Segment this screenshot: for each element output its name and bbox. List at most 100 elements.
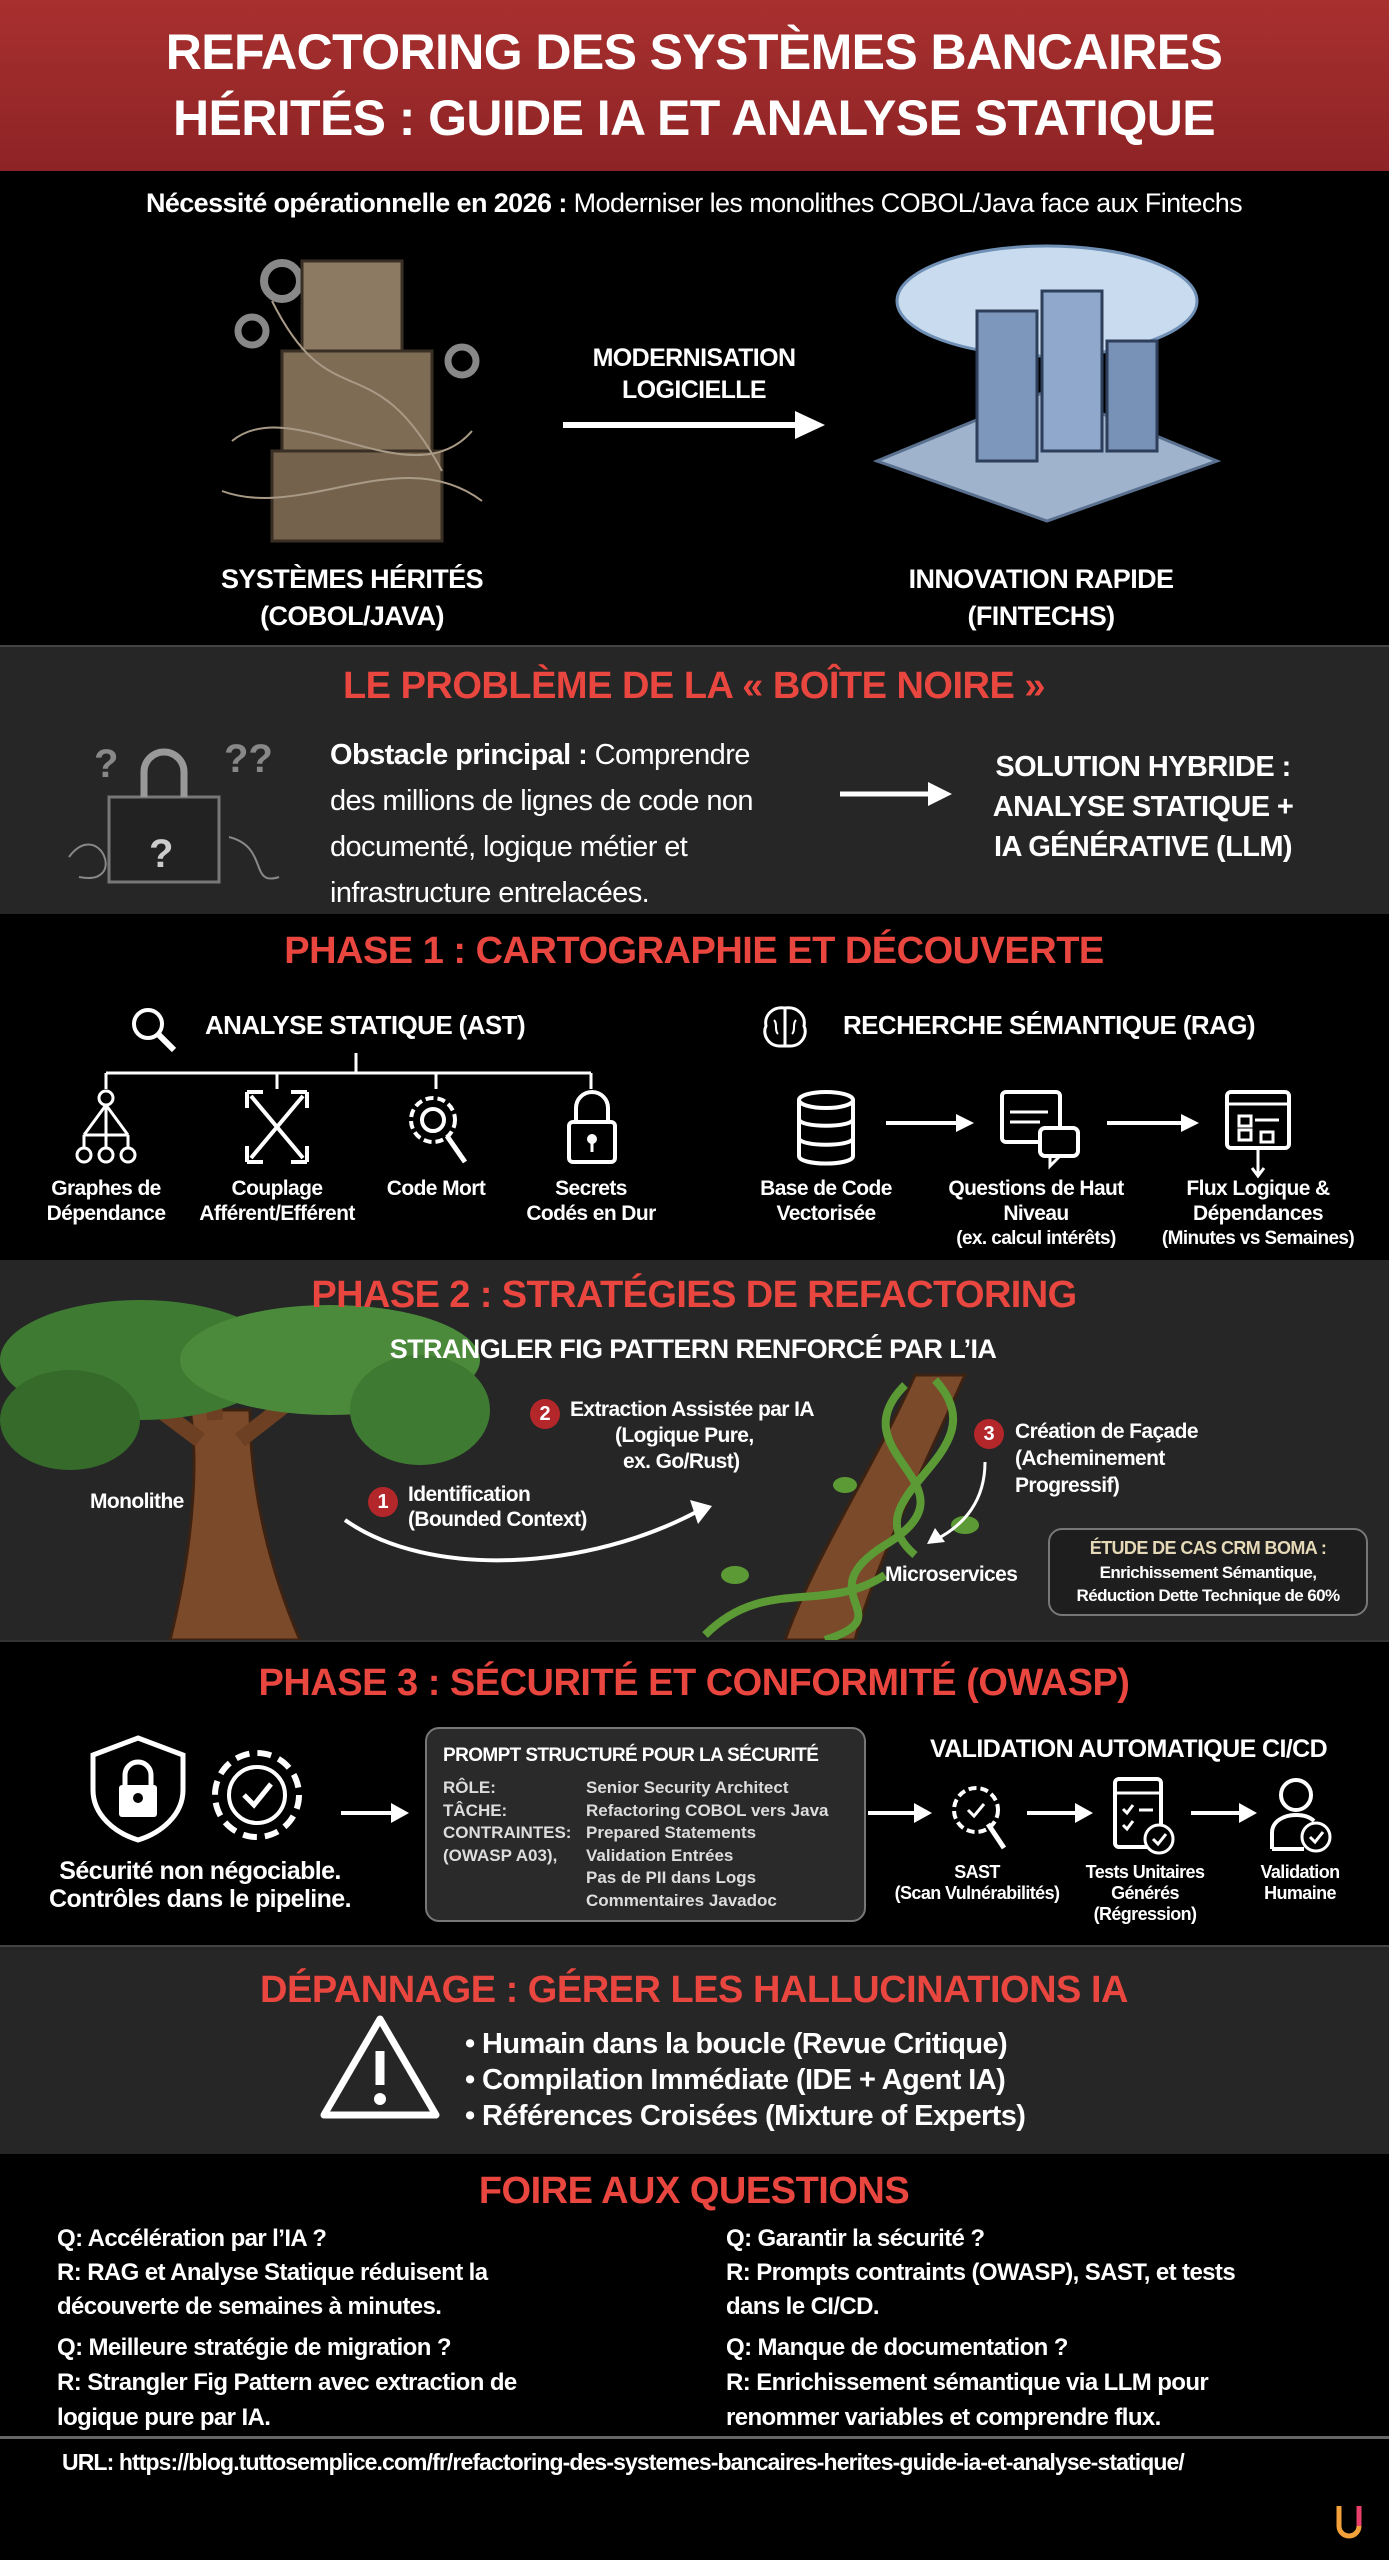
monolith-tree-illustration [0, 1300, 490, 1642]
arrow-label-2: LOGICIELLE [621, 376, 767, 404]
legacy-monolith-illustration [221, 259, 483, 543]
brain-icon [763, 1006, 807, 1048]
subtitle-rest: Moderniser les monolithes COBOL/Java fac… [566, 188, 1243, 218]
intro-section: Nécessité opérationnelle en 2026 : Moder… [0, 171, 1389, 645]
title-banner: REFACTORING DES SYSTÈMES BANCAIRES HÉRIT… [0, 0, 1389, 171]
black-box-title: LE PROBLÈME DE LA « BOÎTE NOIRE » [342, 665, 1046, 707]
faq-item: Q: Accélération par l’IA ?R: RAG et Anal… [57, 2225, 488, 2320]
prompt-row: RÔLE:Senior Security Architect [443, 1778, 789, 1797]
cicd-title: VALIDATION AUTOMATIQUE CI/CD [930, 1735, 1328, 1763]
arrow-right-icon [840, 782, 952, 806]
arrows-cross-icon [245, 1090, 309, 1164]
bullet-item: • Compilation Immédiate (IDE + Agent IA) [465, 2064, 1006, 2096]
flow-window-icon [1225, 1090, 1291, 1179]
security-statement: Sécurité non négociable.Contrôles dans l… [49, 1857, 352, 1913]
case-study-line: Réduction Dette Technique de 60% [1076, 1586, 1341, 1605]
step-1-badge: 1 [368, 1487, 398, 1517]
user-check-icon [1270, 1778, 1332, 1853]
arrow-right-icon [886, 1114, 974, 1132]
obstacle-text: Obstacle principal : Comprendre des mill… [330, 732, 754, 916]
phase2-title: PHASE 2 : STRATÉGIES DE REFACTORING [311, 1274, 1077, 1316]
magnifier-icon [132, 1008, 177, 1053]
obstacle-line: documenté, logique métier et [330, 831, 688, 863]
obstacle-line: infrastructure entrelacées. [330, 877, 650, 909]
hierarchy-icon [75, 1089, 137, 1164]
step-2-badge: 2 [530, 1399, 560, 1429]
legacy-label-1: SYSTÈMES HÉRITÉS [221, 564, 484, 594]
prompt-row: Commentaires Javadoc [586, 1890, 777, 1910]
arrow-right-icon [341, 1803, 409, 1823]
bullet-item: • Humain dans la boucle (Revue Critique) [465, 2028, 1008, 2060]
phase1-title: PHASE 1 : CARTOGRAPHIE ET DÉCOUVERTE [284, 930, 1104, 972]
footer-divider [0, 2436, 1389, 2439]
curved-arrow-icon [343, 1500, 712, 1563]
arrow-right-icon [1027, 1803, 1093, 1823]
database-icon [797, 1090, 855, 1166]
phase2-subtitle: STRANGLER FIG PATTERN RENFORCÉ PAR L’IA [389, 1334, 997, 1364]
shield-lock-icon [90, 1735, 186, 1843]
prompt-row: TÂCHE:Refactoring COBOL vers Java [443, 1800, 829, 1820]
prompt-rows: RÔLE:Senior Security Architect TÂCHE:Ref… [443, 1777, 829, 1912]
svg-text:??: ?? [224, 737, 273, 781]
troubleshooting-bullets: • Humain dans la boucle (Revue Critique)… [465, 2026, 1026, 2134]
step-2-text: Extraction Assistée par IA(Logique Pure,… [570, 1398, 814, 1473]
faq-item: Q: Meilleure stratégie de migration ?R: … [57, 2334, 517, 2431]
title-line-2: HÉRITÉS : GUIDE IA ET ANALYSE STATIQUE [172, 90, 1216, 146]
obstacle-bold: Obstacle principal : [330, 739, 588, 771]
cicd-step-label: SAST(Scan Vulnérabilités) [894, 1862, 1060, 1903]
footer-url[interactable]: URL: https://blog.tuttosemplice.com/fr/r… [62, 2449, 1185, 2475]
subtitle: Nécessité opérationnelle en 2026 : Moder… [145, 188, 1243, 219]
svg-text:?: ? [149, 832, 173, 876]
microservices-label: Microservices [885, 1563, 1018, 1586]
warning-icon [320, 2015, 440, 2119]
arrow-right-icon [1107, 1114, 1199, 1132]
black-box-section: LE PROBLÈME DE LA « BOÎTE NOIRE » ??? ? … [0, 645, 1389, 914]
checklist-icon [1113, 1777, 1175, 1855]
rag-item-label: Flux Logique &Dépendances(Minutes vs Sem… [1161, 1177, 1355, 1249]
title-line-1: REFACTORING DES SYSTÈMES BANCAIRES [165, 24, 1223, 80]
prompt-box [425, 1727, 866, 1922]
padlock-icon [567, 1090, 617, 1164]
solution-line: IA GÉNÉRATIVE (LLM) [994, 831, 1293, 863]
gear-search-icon [409, 1096, 468, 1164]
phase1-section: PHASE 1 : CARTOGRAPHIE ET DÉCOUVERTE ANA… [0, 914, 1389, 1260]
modern-label-2: (FINTECHS) [967, 601, 1116, 631]
subtitle-bold: Nécessité opérationnelle en 2026 : [145, 188, 567, 218]
case-study-title: ÉTUDE DE CAS CRM BOMA : [1089, 1538, 1327, 1558]
chat-icon [1000, 1090, 1080, 1170]
solution-line: ANALYSE STATIQUE + [992, 791, 1294, 823]
arrow-right-icon [563, 411, 825, 439]
prompt-row: CONTRAINTES:Prepared Statements [443, 1823, 757, 1842]
strangler-vine-illustration [702, 1373, 979, 1644]
arrow-right-icon [1191, 1803, 1257, 1823]
case-study-box [1048, 1528, 1368, 1616]
svg-text:?: ? [94, 742, 118, 786]
faq-item: Q: Manque de documentation ?R: Enrichiss… [726, 2334, 1209, 2431]
arrow-right-icon [868, 1803, 932, 1823]
gear-check-icon [212, 1750, 302, 1840]
brand-logo-icon [1336, 2506, 1362, 2539]
modern-label-1: INNOVATION RAPIDE [908, 564, 1174, 594]
step-1-text: Identification(Bounded Context) [408, 1483, 587, 1531]
prompt-row: (OWASP A03),Validation Entrées [443, 1845, 734, 1865]
obstacle-line: des millions de lignes de code non [330, 785, 754, 817]
troubleshooting-section: DÉPANNAGE : GÉRER LES HALLUCINATIONS IA … [0, 1945, 1389, 2154]
prompt-row: Pas de PII dans Logs [586, 1868, 757, 1887]
phase2-section: PHASE 2 : STRATÉGIES DE REFACTORING STRA… [0, 1260, 1389, 1644]
faq-section: FOIRE AUX QUESTIONS Q: Accélération par … [0, 2154, 1389, 2560]
curved-arrow-icon [927, 1461, 987, 1544]
prompt-title: PROMPT STRUCTURÉ POUR LA SÉCURITÉ [443, 1745, 819, 1766]
phase3-title: PHASE 3 : SÉCURITÉ ET CONFORMITÉ (OWASP) [258, 1662, 1130, 1704]
obstacle-line: Comprendre [594, 739, 751, 771]
troubleshooting-title: DÉPANNAGE : GÉRER LES HALLUCINATIONS IA [260, 1969, 1128, 2011]
ast-item-label: Code Mort [386, 1177, 486, 1200]
bullet-item: • Références Croisées (Mixture of Expert… [465, 2100, 1026, 2132]
